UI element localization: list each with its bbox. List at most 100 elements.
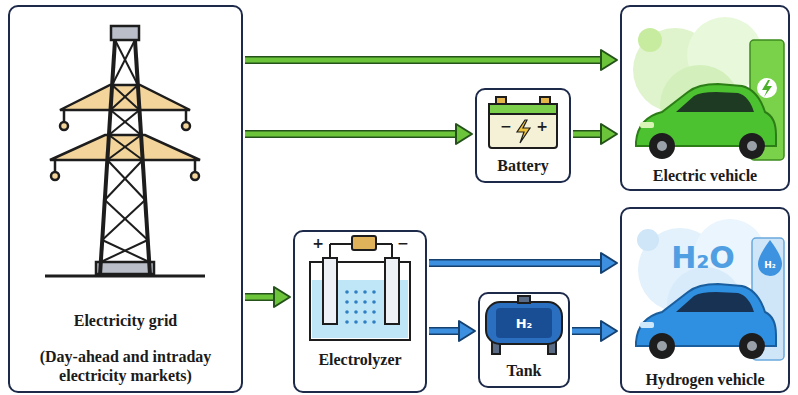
arrow-outline [245, 293, 276, 301]
hydrogen-vehicle-illustration-part [640, 322, 654, 328]
flow-arrow [572, 321, 617, 341]
electrolyzer-icon-part-part [363, 290, 367, 294]
arrow-head [459, 321, 475, 341]
arrow-shaft [429, 329, 461, 334]
electrolyzer-icon-part-part [372, 320, 376, 324]
arrow-outline [429, 327, 461, 335]
electric-vehicle-illustration-part [676, 92, 754, 112]
battery-icon-part [489, 104, 557, 148]
tank-icon-part [496, 308, 552, 338]
pylon-illustration-part-part [111, 110, 142, 135]
electric-vehicle-illustration [633, 17, 784, 160]
arrow-shaft [429, 261, 603, 266]
pylon-illustration-part-part [63, 110, 66, 122]
pylon-illustration [45, 26, 205, 276]
flow-arrow [245, 287, 290, 307]
node-box: Electrolyzer [293, 230, 427, 393]
pylon-illustration-part-part [54, 160, 57, 172]
hydrogen-vehicle-illustration-part [657, 341, 667, 351]
electrolyzer-icon-part-part [372, 310, 376, 314]
node-box: Hydrogen vehicle [620, 207, 790, 393]
hydrogen-vehicle-illustration-part [649, 333, 675, 359]
pylon-illustration-part [50, 135, 200, 160]
electrolyzer-icon [310, 236, 410, 340]
pylon-illustration-part-part [101, 240, 148, 262]
battery-icon-part [496, 97, 506, 104]
node-title: Electrolyzer [318, 350, 401, 369]
node-title: Tank [507, 361, 542, 380]
pylon-illustration-part-part [182, 122, 190, 130]
chemical-label: H₂ [764, 261, 775, 270]
polarity-sign: − [397, 236, 409, 250]
electrolyzer-icon-part [352, 236, 376, 250]
pylon-illustration-part-part [102, 200, 145, 240]
pylon-illustration-part [101, 40, 149, 262]
electric-vehicle-illustration-part [739, 133, 765, 159]
electrolyzer-icon-part [323, 258, 337, 324]
tank-icon-part [486, 302, 562, 344]
electrolyzer-icon-part-part [354, 320, 358, 324]
pylon-illustration-part [111, 26, 139, 40]
battery-icon-part [517, 120, 530, 143]
pylon-illustration-part-part [109, 110, 140, 135]
node-note: (Day-ahead and intraday electricity mark… [16, 347, 235, 385]
hydrogen-vehicle-illustration-part [676, 292, 754, 312]
pylon-illustration-part-part [185, 110, 188, 122]
pylon-illustration-part-part [115, 40, 138, 85]
node-title: Hydrogen vehicle [645, 370, 764, 389]
electrolyzer-icon-part-part [354, 300, 358, 304]
hydrogen-vehicle-illustration-part [739, 333, 765, 359]
arrow-head [601, 50, 617, 70]
hydrogen-vehicle-illustration-part [637, 229, 659, 251]
node-title: Electricity grid [74, 311, 178, 330]
electrolyzer-icon-part-part [372, 300, 376, 304]
pylon-illustration-part-part [107, 135, 141, 160]
electrolyzer-icon-part-part [345, 310, 349, 314]
arrow-head [601, 124, 617, 144]
node-title: Battery [497, 156, 549, 175]
arrow-outline [245, 56, 603, 64]
electrolyzer-icon-part-part [363, 320, 367, 324]
electrolyzer-icon-part [345, 290, 376, 324]
hydrogen-vehicle-illustration-part [747, 341, 757, 351]
arrow-shaft [245, 295, 276, 300]
pylon-illustration-part-part [111, 85, 138, 110]
node-box: Electric vehicle [620, 5, 790, 191]
electrolyzer-icon-part [330, 243, 352, 245]
electrolyzer-icon-part-part [345, 320, 349, 324]
electrolyzer-icon-part-part [354, 290, 358, 294]
electric-vehicle-illustration-part [640, 122, 654, 128]
node-box: Battery [475, 88, 571, 183]
pylon-illustration-part-part [105, 200, 148, 240]
electrolyzer-icon-part-part [354, 310, 358, 314]
flow-arrow [245, 50, 617, 70]
flow-arrow [429, 321, 475, 341]
arrow-shaft [245, 58, 603, 63]
tank-icon [486, 296, 562, 354]
flow-arrow [245, 124, 472, 144]
electric-vehicle-illustration-part [757, 78, 777, 98]
polarity-sign: + [312, 236, 324, 250]
arrow-shaft [245, 132, 458, 137]
node-title: Electric vehicle [653, 166, 757, 185]
electrolyzer-icon-part-part [372, 290, 376, 294]
pylon-illustration-part-part [191, 172, 199, 180]
node-box: Electricity grid (Day-ahead and intraday … [8, 5, 243, 393]
arrow-head [456, 124, 472, 144]
arrow-shaft [572, 329, 603, 334]
arrow-outline [572, 327, 603, 335]
arrow-head [274, 287, 290, 307]
electric-vehicle-illustration-part [649, 133, 675, 159]
electric-vehicle-illustration-part [762, 80, 772, 97]
electrolyzer-icon-part [376, 243, 392, 245]
pylon-illustration-part-part [51, 172, 59, 180]
electric-vehicle-illustration-part [747, 141, 757, 151]
hydrogen-vehicle-illustration [636, 219, 784, 360]
pylon-illustration-part-part [60, 122, 68, 130]
electrolyzer-icon-part-part [363, 300, 367, 304]
polarity-sign: + [536, 119, 548, 133]
electrolyzer-icon-part-part [345, 290, 349, 294]
battery-icon-part [540, 97, 550, 104]
arrow-shaft [573, 132, 603, 137]
